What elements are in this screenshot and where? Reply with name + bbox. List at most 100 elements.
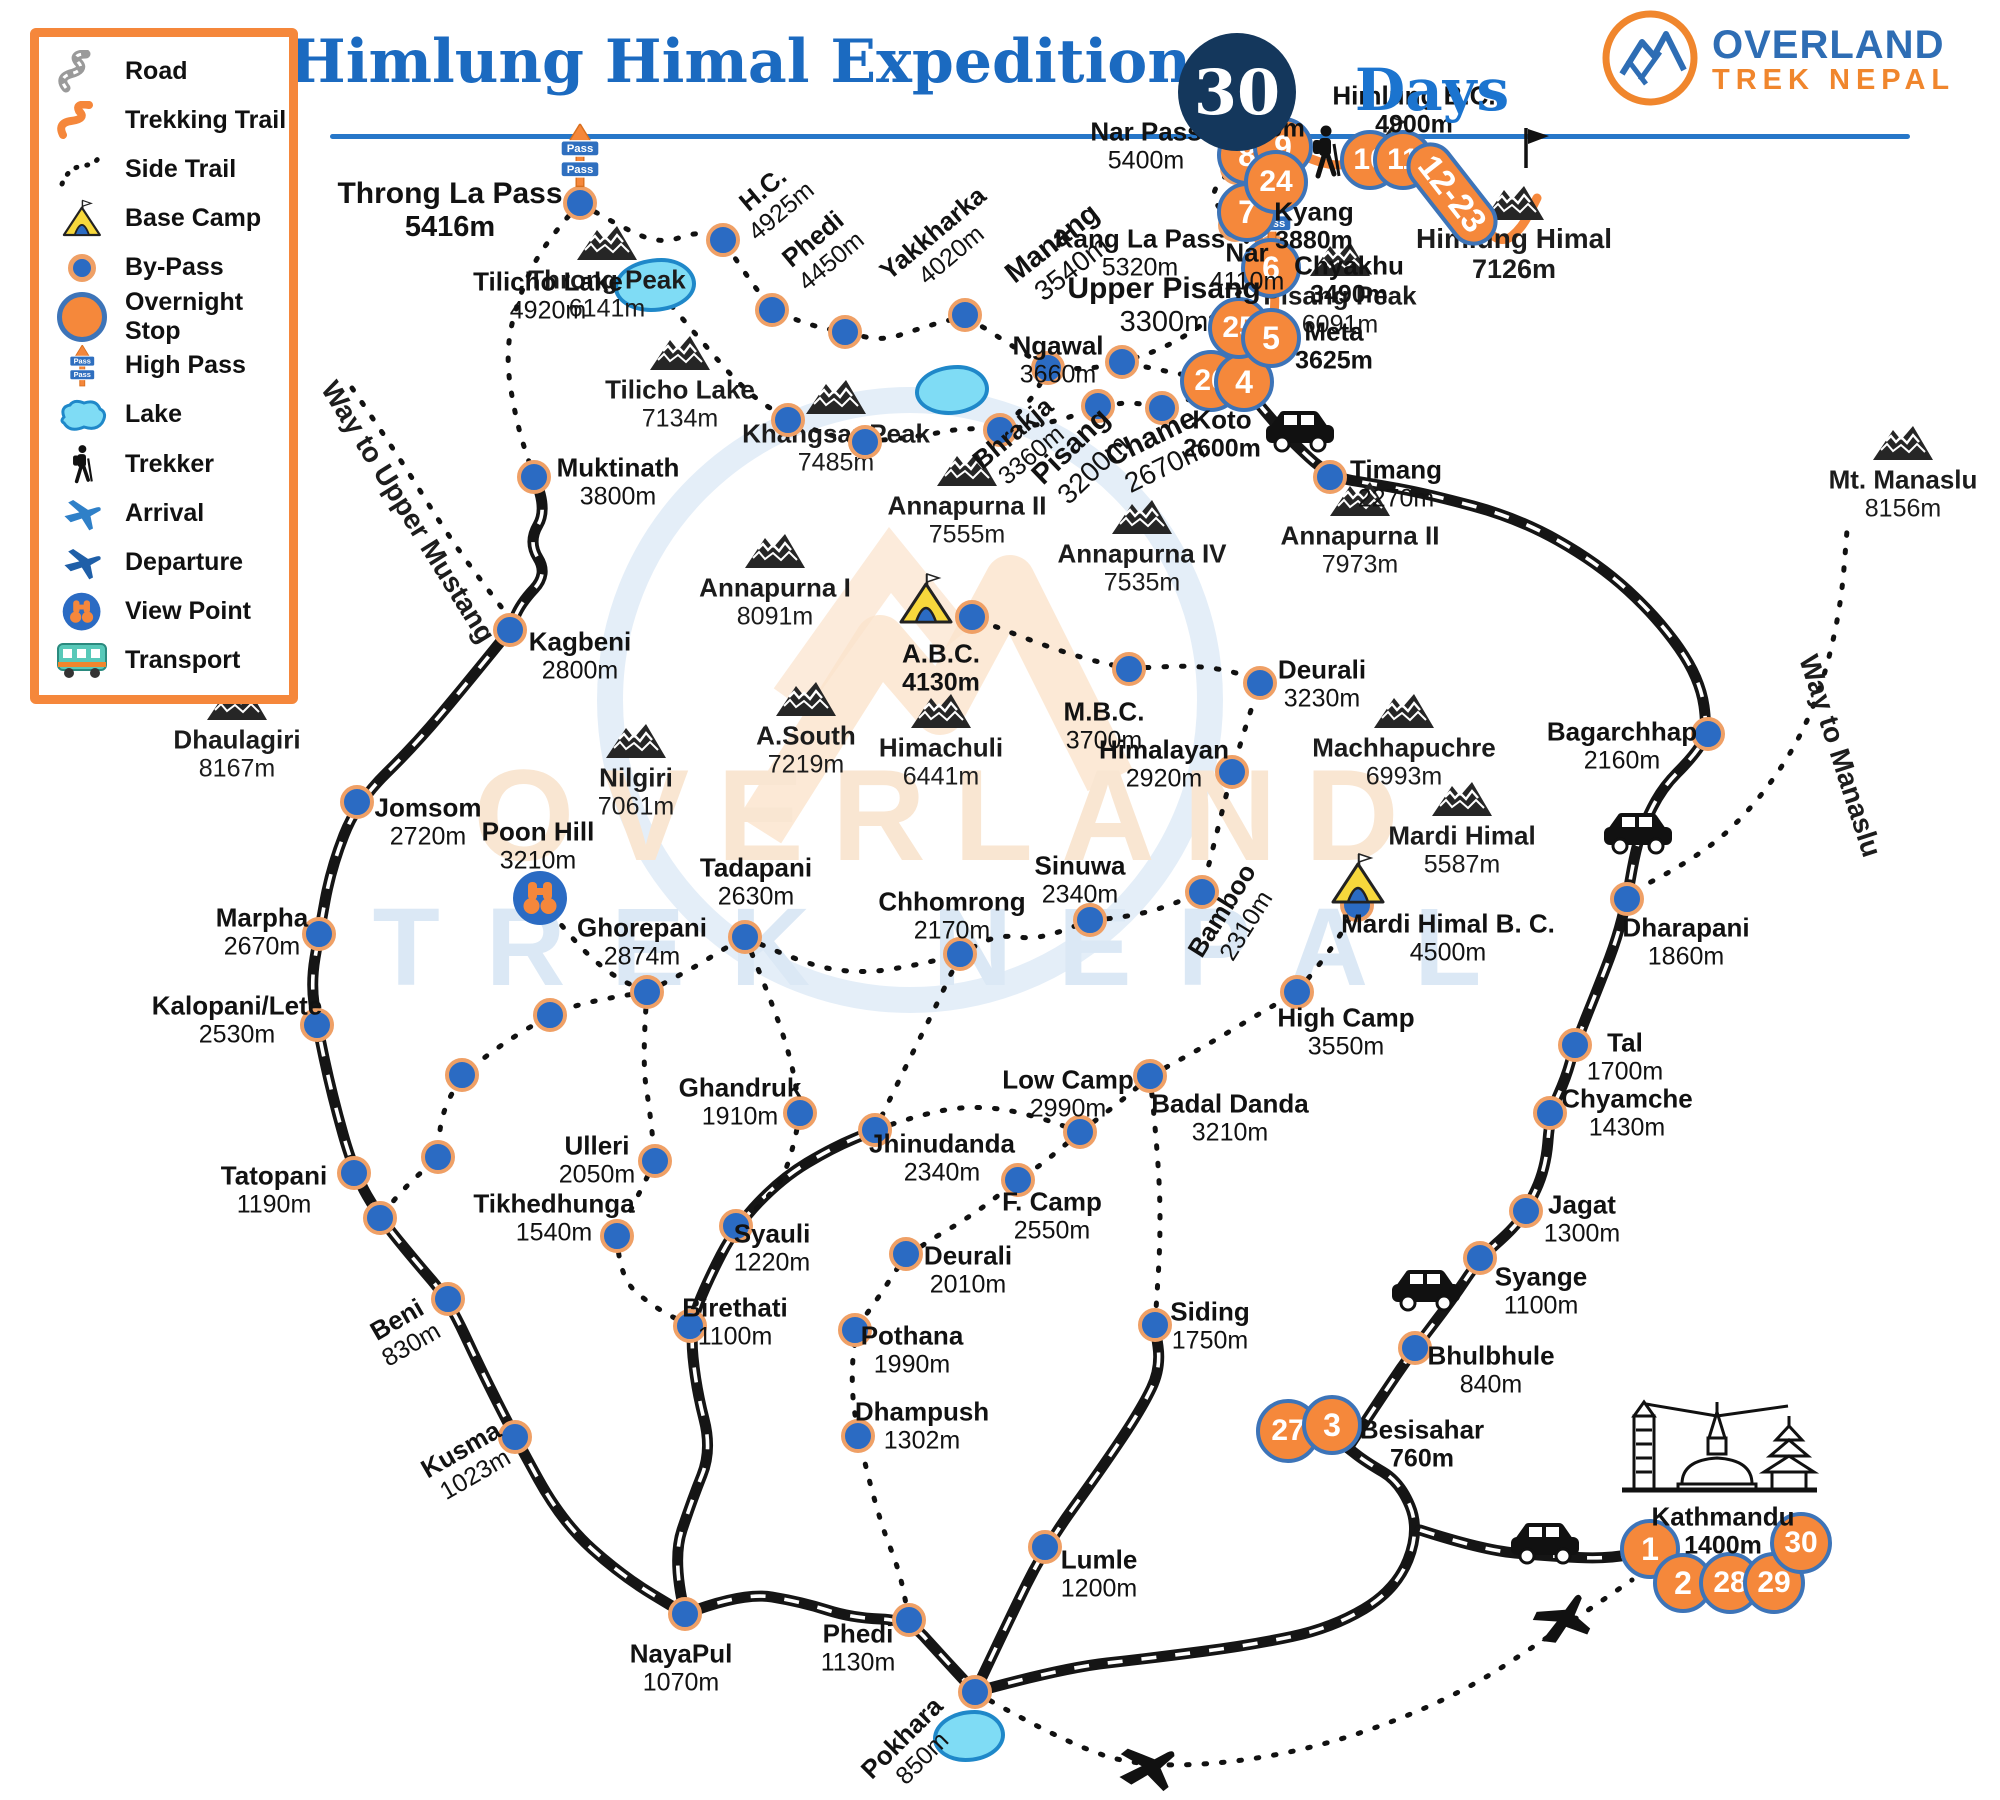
by-pass-node	[755, 293, 789, 327]
place-name: Chhomrong	[878, 886, 1026, 917]
peak-label: Annapurna I 8091m	[699, 572, 851, 631]
by-pass-node	[1105, 345, 1139, 379]
place-name: Pothana	[860, 1320, 964, 1351]
place-name: Chyakhu	[1294, 250, 1404, 281]
legend-label: Road	[125, 57, 188, 86]
days-label: Days	[1354, 56, 1510, 124]
by-pass-node	[517, 460, 551, 494]
place-name: Jagat	[1548, 1189, 1616, 1220]
place-name: Nar Pass	[1090, 116, 1202, 147]
place-name: Ghorepani	[576, 912, 708, 943]
place-name: Chyamche	[1561, 1083, 1693, 1114]
side-trail-icon	[53, 150, 111, 190]
place-name: Kang La Pass	[1054, 223, 1226, 254]
place-name: M.B.C.	[1063, 696, 1145, 727]
transport-vehicle-icon	[1602, 809, 1674, 855]
summit-flag-icon	[1521, 126, 1551, 170]
place-elevation: 3660m	[1019, 360, 1097, 389]
place-label: A.B.C.4130m	[902, 639, 980, 697]
place-elevation: 1400m	[1684, 1531, 1762, 1560]
legend-item: Departure	[53, 540, 289, 584]
by-pass-node	[340, 785, 374, 819]
place-name: Bagarchhap	[1546, 716, 1698, 747]
by-pass-node	[783, 1096, 817, 1130]
place-name: Meta	[1304, 316, 1364, 347]
trekking-trail-icon	[53, 100, 111, 141]
by-pass-node	[673, 1309, 707, 1343]
by-pass-node	[421, 1140, 455, 1174]
peak-name: Throng Peak	[528, 264, 686, 295]
legend-item: Trekking Trail	[53, 99, 289, 143]
page-title: Himlung Himal Expedition	[289, 27, 1191, 97]
peak-name: Khangsar Peak	[742, 418, 930, 449]
road-path	[672, 1124, 881, 1620]
legend-item: Transport	[53, 638, 289, 682]
transport-vehicle-icon	[1264, 407, 1336, 453]
peak-elevation: 7219m	[767, 750, 845, 779]
peak-name: Nilgiri	[599, 762, 673, 793]
base-camp-icon	[897, 572, 955, 628]
logo-line1: OVERLAND	[1712, 23, 1945, 68]
lake	[614, 258, 696, 312]
title-underline	[330, 134, 1910, 139]
by-pass-node	[771, 403, 805, 437]
overnight-stop-day-30: 30	[1770, 1512, 1832, 1574]
place-name: Jhinudanda	[869, 1128, 1015, 1159]
peak-label: Nilgiri 7061m	[598, 762, 674, 821]
legend-label: Side Trail	[125, 155, 237, 184]
side-trail-path	[641, 989, 658, 1164]
by-pass-node	[858, 1113, 892, 1147]
by-pass-node	[1138, 1308, 1172, 1342]
place-name: Dhampush	[854, 1396, 990, 1427]
peak-name: Himlung Himal	[1415, 223, 1613, 255]
overnight-stop-day-24: 24	[1244, 150, 1308, 214]
place-elevation: 3210m	[1191, 1118, 1269, 1147]
peak-label: Himlung Himal 7126m	[1416, 223, 1612, 285]
legend-label: By-Pass	[125, 253, 224, 282]
mountain-peak-icon	[648, 332, 712, 372]
peak-label: Annapurna II 7973m	[1281, 521, 1440, 579]
road-dash	[973, 1324, 1161, 1693]
place-elevation: 1220m	[733, 1248, 811, 1277]
place-label: Himlung B.C.4900m	[1332, 81, 1495, 139]
peak-name: Annapurna I	[699, 572, 851, 603]
by-pass-node	[948, 298, 982, 332]
by-pass-node	[955, 600, 989, 634]
arrival-icon	[53, 495, 111, 532]
trekker-icon	[1306, 124, 1346, 180]
side-trail-path	[972, 1577, 1635, 1768]
place-name: Deurali	[1277, 654, 1367, 685]
road-dash	[508, 476, 544, 631]
place-label: M.B.C.3700m	[1063, 696, 1145, 755]
by-pass-node	[1558, 1028, 1592, 1062]
legend-item: Trekker	[53, 442, 289, 486]
by-pass-node	[1533, 1096, 1567, 1130]
place-name: F. Camp	[1002, 1186, 1102, 1217]
view-point-icon	[512, 870, 568, 926]
place-elevation: 2874m	[603, 942, 681, 971]
place-elevation: 3300m	[1119, 305, 1209, 338]
peak-elevation: 7126m	[1471, 254, 1557, 285]
place-name: Timang	[1350, 454, 1442, 485]
by-pass-node	[533, 998, 567, 1032]
place-name: Marpha	[215, 902, 309, 933]
trekker-icon	[53, 444, 111, 484]
peak-name: Mt. Manaslu	[1828, 464, 1978, 495]
place-name: Kathmandu	[1651, 1501, 1795, 1532]
peak-elevation: 7485m	[797, 448, 875, 477]
